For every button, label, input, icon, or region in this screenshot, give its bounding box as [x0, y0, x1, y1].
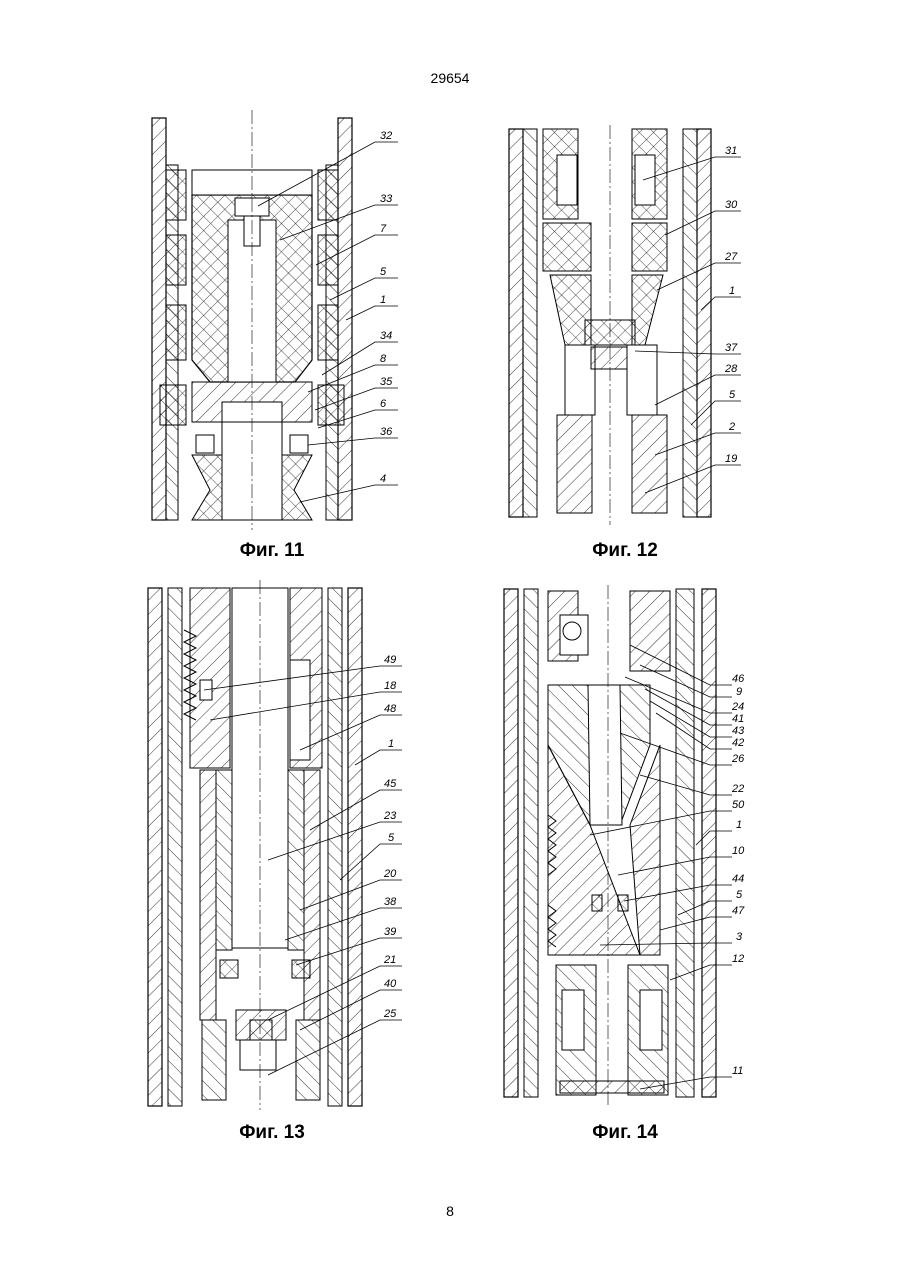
label-44: 44 [732, 873, 744, 885]
figure-11-labels: 32 33 7 5 1 34 8 35 6 36 4 [140, 110, 420, 530]
figure-12: 31 30 27 1 37 28 5 2 19 [505, 125, 785, 525]
label-38: 38 [384, 896, 397, 908]
label-35: 35 [380, 376, 393, 388]
label-28: 28 [724, 363, 738, 375]
label-50: 50 [732, 799, 745, 811]
label-40: 40 [384, 978, 397, 990]
label-3: 3 [736, 931, 743, 943]
figure-14-labels: 46 9 24 41 43 42 26 22 50 1 10 44 5 47 3… [500, 585, 780, 1105]
label-42: 42 [732, 737, 744, 749]
label-2: 2 [728, 421, 735, 433]
label-12: 12 [732, 953, 744, 965]
caption-fig-13: Фиг. 13 [172, 1122, 372, 1144]
label-34: 34 [380, 330, 392, 342]
label-23: 23 [383, 810, 397, 822]
label-45: 45 [384, 778, 397, 790]
label-47: 47 [732, 905, 745, 917]
label-22: 22 [731, 783, 744, 795]
figure-14: 46 9 24 41 43 42 26 22 50 1 10 44 5 47 3… [500, 585, 780, 1105]
label-6: 6 [380, 398, 387, 410]
label-32: 32 [380, 130, 392, 142]
label-5: 5 [736, 889, 743, 901]
label-11: 11 [732, 1065, 743, 1077]
label-1: 1 [729, 285, 735, 297]
label-24: 24 [731, 701, 744, 713]
figure-13-labels: 49 18 48 1 45 23 5 20 38 39 21 40 25 [140, 580, 420, 1110]
label-49: 49 [384, 654, 396, 666]
label-1: 1 [380, 294, 386, 306]
label-36: 36 [380, 426, 393, 438]
label-10: 10 [732, 845, 745, 857]
label-21: 21 [383, 954, 396, 966]
figure-12-labels: 31 30 27 1 37 28 5 2 19 [505, 125, 785, 525]
label-31: 31 [725, 145, 737, 157]
label-18: 18 [384, 680, 397, 692]
label-30: 30 [725, 199, 738, 211]
caption-fig-14: Фиг. 14 [525, 1122, 725, 1144]
label-37: 37 [725, 342, 738, 354]
label-33: 33 [380, 193, 393, 205]
label-27: 27 [724, 251, 738, 263]
page-number: 8 [0, 1203, 900, 1219]
label-19: 19 [725, 453, 737, 465]
label-1: 1 [388, 738, 394, 750]
caption-fig-12: Фиг. 12 [525, 540, 725, 562]
label-7: 7 [380, 223, 387, 235]
label-5: 5 [388, 832, 395, 844]
figure-13: 49 18 48 1 45 23 5 20 38 39 21 40 25 [140, 580, 420, 1110]
label-5: 5 [380, 266, 387, 278]
label-8: 8 [380, 353, 387, 365]
label-4: 4 [380, 473, 386, 485]
caption-fig-11: Фиг. 11 [172, 540, 372, 562]
label-25: 25 [383, 1008, 397, 1020]
label-39: 39 [384, 926, 396, 938]
label-43: 43 [732, 725, 745, 737]
document-number: 29654 [0, 70, 900, 86]
label-41: 41 [732, 713, 744, 725]
figure-11: 32 33 7 5 1 34 8 35 6 36 4 [140, 110, 420, 530]
label-5: 5 [729, 389, 736, 401]
label-26: 26 [731, 753, 745, 765]
label-1: 1 [736, 819, 742, 831]
label-20: 20 [383, 868, 397, 880]
label-46: 46 [732, 673, 745, 685]
label-48: 48 [384, 703, 397, 715]
label-9: 9 [736, 686, 742, 698]
